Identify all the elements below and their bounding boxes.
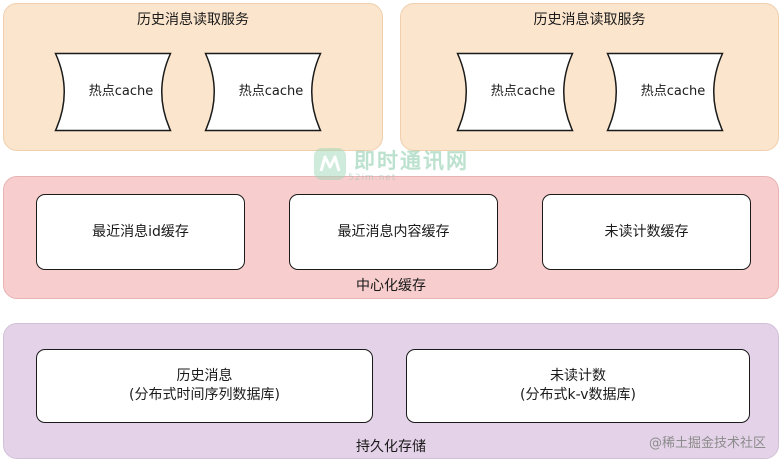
hot-cache: 热点cache bbox=[204, 52, 322, 132]
recent-message-id-cache: 最近消息id缓存 bbox=[36, 194, 245, 270]
hot-cache: 热点cache bbox=[456, 52, 574, 132]
box-label: 最近消息id缓存 bbox=[92, 223, 189, 240]
central-cache-label: 中心化缓存 bbox=[356, 278, 426, 294]
watermark-subtitle: 52im.net bbox=[348, 173, 397, 183]
watermark: 即时通讯网 52im.net bbox=[312, 142, 502, 192]
history-message-db: 历史消息 (分布式时间序列数据库) bbox=[36, 349, 373, 423]
hot-cache: 热点cache bbox=[54, 52, 172, 132]
cache-shape bbox=[456, 52, 574, 132]
hot-cache: 热点cache bbox=[606, 52, 724, 132]
cache-label: 热点cache bbox=[490, 84, 556, 99]
cache-shape bbox=[606, 52, 724, 132]
watermark-logo-icon bbox=[314, 148, 346, 180]
cache-label: 热点cache bbox=[640, 84, 706, 99]
history-service-left: 历史消息读取服务 热点cache 热点cache bbox=[3, 3, 383, 151]
box-subtitle: (分布式k-v数据库) bbox=[520, 387, 636, 403]
box-title: 历史消息 bbox=[176, 368, 233, 384]
service-title: 历史消息读取服务 bbox=[137, 12, 249, 28]
watermark-name: 即时通讯网 bbox=[354, 149, 469, 173]
central-cache-layer: 最近消息id缓存 最近消息内容缓存 未读计数缓存 中心化缓存 bbox=[3, 176, 779, 299]
recent-message-content-cache: 最近消息内容缓存 bbox=[289, 194, 498, 270]
service-title: 历史消息读取服务 bbox=[533, 12, 646, 28]
box-subtitle: (分布式时间序列数据库) bbox=[129, 387, 280, 403]
cache-shape bbox=[54, 52, 172, 132]
box-label: 未读计数缓存 bbox=[604, 223, 689, 240]
box-title: 未读计数 bbox=[550, 368, 606, 384]
cache-label: 热点cache bbox=[238, 84, 304, 99]
persistent-storage-layer: 历史消息 (分布式时间序列数据库) 未读计数 (分布式k-v数据库) 持久化存储 bbox=[3, 323, 779, 459]
box-label: 最近消息内容缓存 bbox=[337, 223, 450, 240]
history-service-right: 历史消息读取服务 热点cache 热点cache bbox=[400, 3, 779, 151]
cache-label: 热点cache bbox=[88, 84, 154, 99]
source-watermark: @稀土掘金技术社区 bbox=[648, 436, 766, 451]
unread-count-db: 未读计数 (分布式k-v数据库) bbox=[406, 349, 750, 423]
cache-shape bbox=[204, 52, 322, 132]
unread-count-cache: 未读计数缓存 bbox=[542, 194, 751, 270]
persistent-storage-label: 持久化存储 bbox=[356, 439, 426, 455]
